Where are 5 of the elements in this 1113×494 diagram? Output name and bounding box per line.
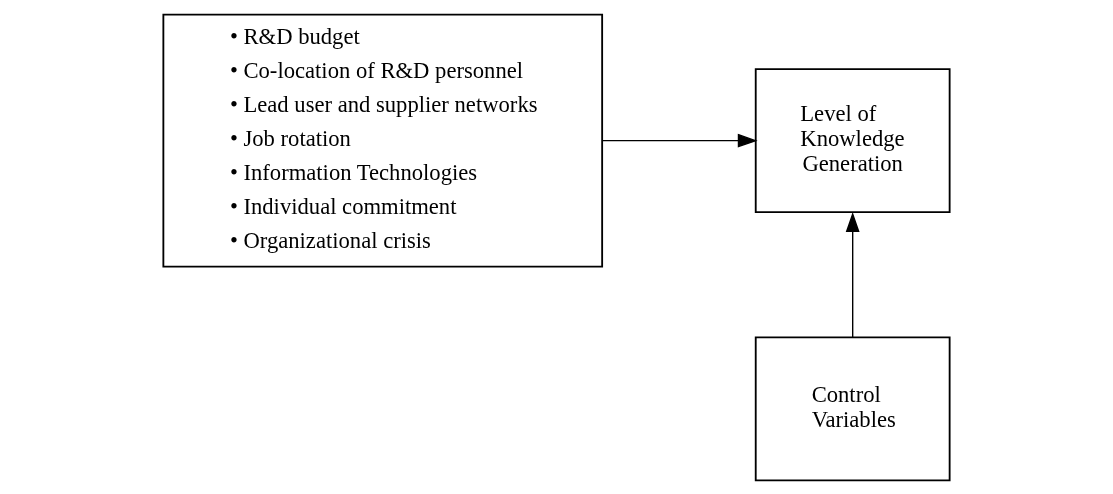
arrow (845, 211, 860, 338)
node-box: Control Variables (754, 335, 951, 481)
arrow (601, 133, 758, 148)
node-box: • R&D budget • Co-location of R&D personnel • Lead user and supplier networks • Job rotation • Information Technologies • Individual commitment • Organizational crisis (162, 13, 604, 268)
node-box: Level of Knowledge Generation (754, 67, 951, 213)
